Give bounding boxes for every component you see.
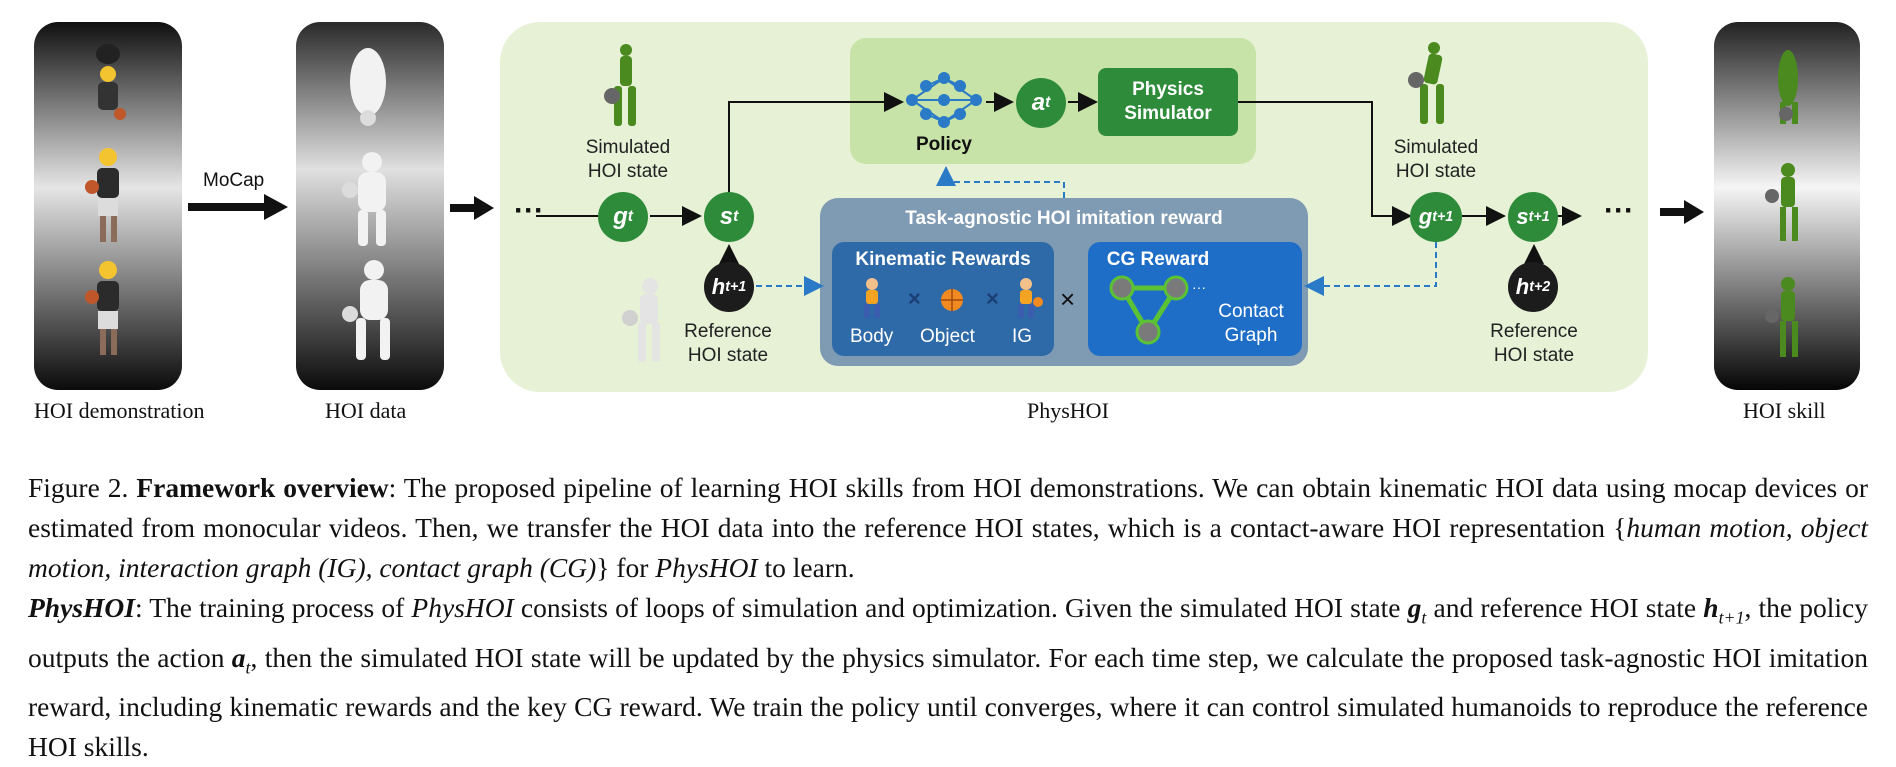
kinematic-title: Kinematic Rewards [855,249,1031,270]
physhoi-label: PhysHOI [1027,398,1109,423]
caption-text-6: and reference HOI state [1426,592,1704,623]
caption-fig: Figure 2. [28,472,129,503]
simulated-humanoid-right-icon [1408,42,1444,124]
math-g: g [1407,592,1422,623]
policy-label: Policy [916,134,972,155]
reference-state-left: Reference HOI state [684,321,772,366]
math-a-sub: t [245,657,251,677]
object-icon [941,289,963,311]
ellipsis-right: ··· [1604,194,1634,227]
math-h: h [1703,592,1719,623]
ig-label: IG [1012,326,1033,347]
person-figure-3 [85,261,119,355]
caption-text-5: consists of loops of simulation and opti… [513,592,1408,623]
contact-graph-label: Contact Graph [1218,301,1284,346]
physics-simulator-box: Physics Simulator [1098,68,1238,136]
reward-title: Task-agnostic HOI imitation reward [905,208,1223,229]
caption-text-3: to learn. [757,552,855,583]
caption-text-4: : The training process of [134,592,412,623]
figure-caption: Figure 2. Framework overview: The propos… [28,468,1868,767]
hoi-demo-figures [85,44,126,355]
times-symbol: × [1060,284,1076,314]
simulated-state-right: Simulated HOI state [1393,137,1479,182]
svg-text:×: × [908,286,921,311]
hoi-data-figures [342,48,390,360]
contact-graph-icon: ··· [1109,275,1206,345]
ig-icon [1018,278,1043,318]
physics-label-2: Simulator [1124,103,1212,124]
hoi-skill-figures [1765,50,1798,357]
caption-text-8: , then the simulated HOI state will be u… [28,641,1868,763]
math-a: a [231,641,246,673]
simulated-state-left: Simulated HOI state [585,137,671,182]
reference-humanoid-icon [622,278,660,362]
hoi-skill-label: HOI skill [1743,398,1826,423]
cg-title: CG Reward [1106,249,1210,270]
arrow-to-physhoi-icon [450,196,494,220]
reference-state-right: Reference HOI state [1490,321,1578,366]
physics-label-1: Physics [1132,79,1204,100]
body-label: Body [850,326,894,347]
body-icon [864,278,880,318]
caption-italic-3: PhysHOI [411,592,514,623]
person-figure-1 [96,44,126,120]
hoi-data-label: HOI data [325,398,407,423]
svg-text:···: ··· [1192,279,1206,295]
caption-text-7: , the policy outputs the action [28,592,1868,673]
person-figure-2 [85,148,119,242]
caption-text-1: : The proposed pipeline of learning HOI … [28,472,1869,543]
caption-italic-1: human motion, object motion, interaction… [28,512,1868,583]
simulated-humanoid-left-icon [604,44,636,126]
ellipsis-left: ··· [514,194,544,227]
mocap-label: MoCap [203,170,265,191]
caption-italic-2: PhysHOI [655,552,758,583]
caption-bold-2: PhysHOI [28,592,135,623]
math-g-sub: t [1421,607,1427,628]
hoi-demonstration-label: HOI demonstration [34,398,205,423]
neural-network-icon [906,72,982,128]
svg-text:×: × [986,286,999,311]
kinematic-icons: × × [864,278,1043,318]
mocap-arrow-icon [188,194,288,220]
math-h-sub: t+1 [1718,607,1745,628]
caption-bold-1: Framework overview [136,472,389,503]
caption-text-2: } for [596,552,656,583]
object-label: Object [920,326,975,347]
